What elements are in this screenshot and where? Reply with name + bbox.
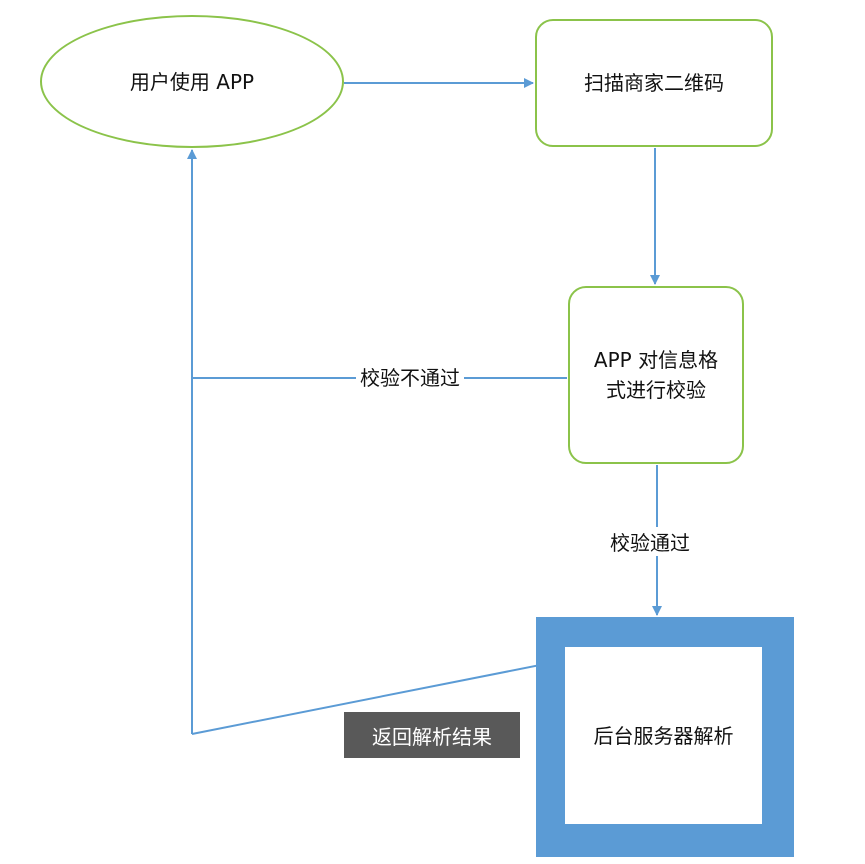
node-server-parse-label: 后台服务器解析 bbox=[593, 723, 734, 748]
node-user-app-label: 用户使用 APP bbox=[129, 69, 255, 94]
edge-label-return-result: 返回解析结果 bbox=[344, 712, 520, 758]
edge-label-validate-pass: 校验通过 bbox=[606, 527, 694, 556]
node-app-validate: APP 对信息格式进行校验 bbox=[568, 286, 744, 464]
node-scan-qr-label: 扫描商家二维码 bbox=[584, 71, 724, 95]
node-server-parse: 后台服务器解析 bbox=[565, 647, 762, 824]
edge-label-validate-fail: 校验不通过 bbox=[356, 362, 464, 391]
node-app-validate-label: APP 对信息格式进行校验 bbox=[593, 348, 719, 402]
node-scan-qr: 扫描商家二维码 bbox=[535, 19, 773, 147]
node-user-app: 用户使用 APP bbox=[40, 15, 344, 148]
